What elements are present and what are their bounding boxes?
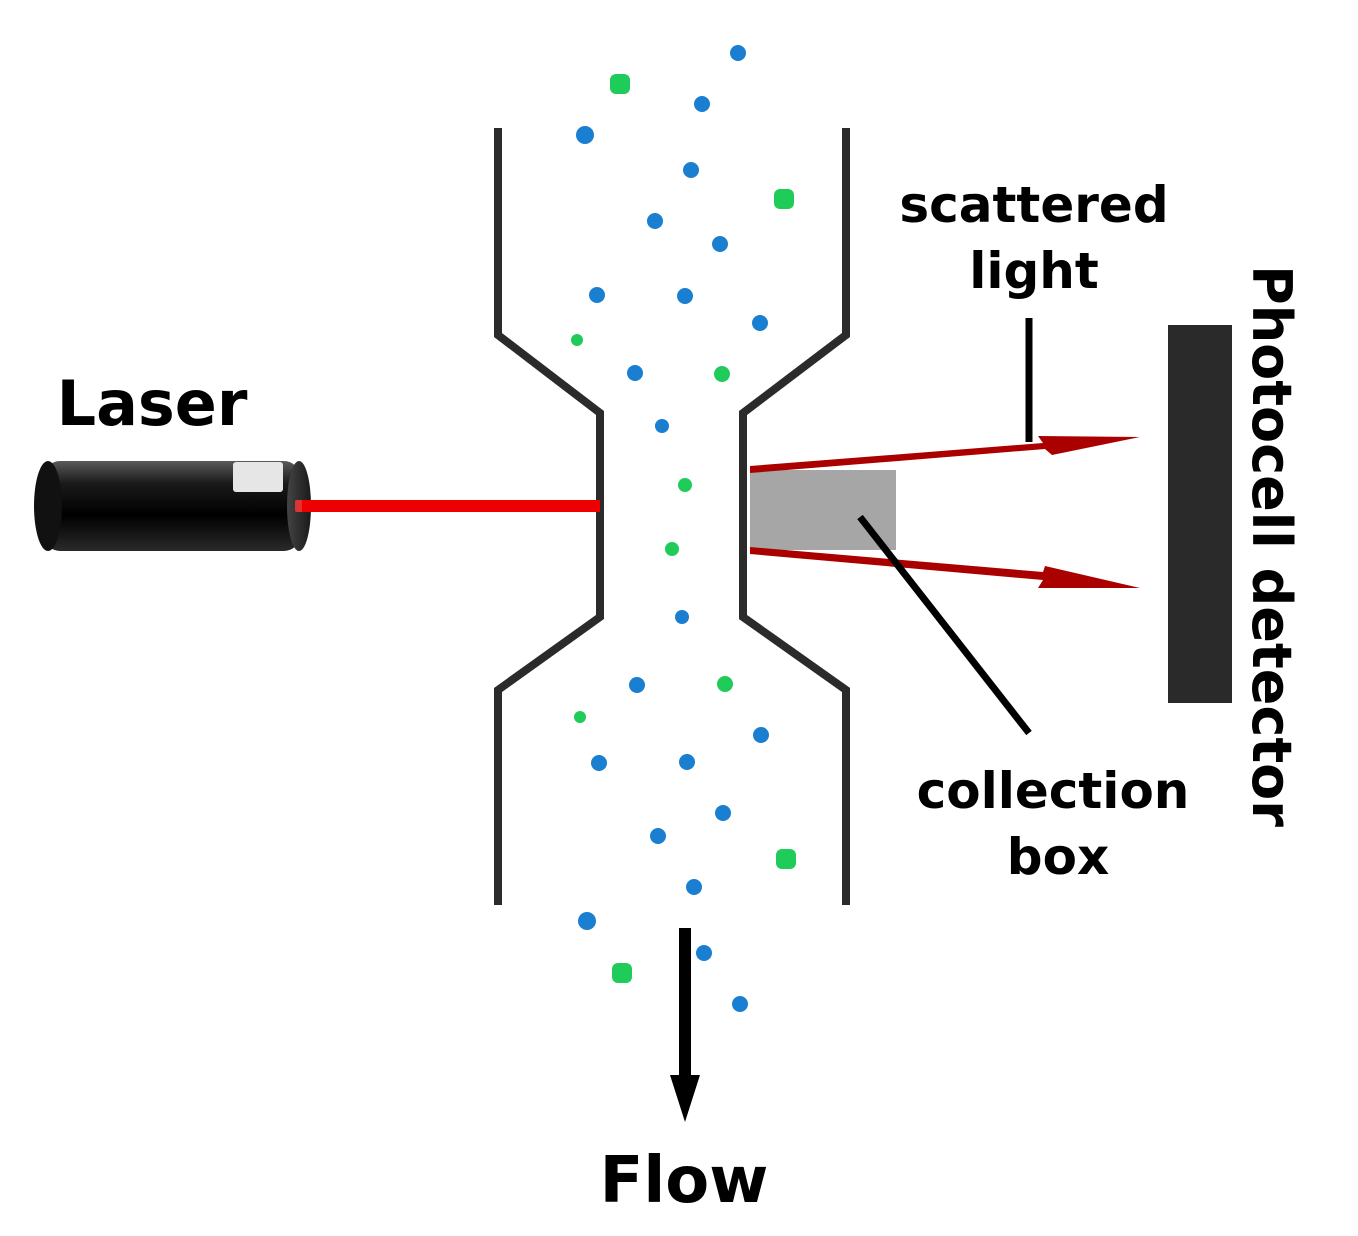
particle-green (610, 74, 630, 94)
flow-arrow-head (670, 1075, 700, 1122)
particle-green (571, 334, 583, 346)
collection-box-label-line2: box (1007, 828, 1109, 886)
laser-label: Laser (57, 367, 248, 440)
channel-left-wall (494, 128, 604, 905)
particle-blue (629, 677, 645, 693)
particle-blue (679, 754, 695, 770)
particle-green (774, 189, 794, 209)
particle-blue (655, 419, 669, 433)
particle-blue (686, 879, 702, 895)
particle-blue (696, 945, 712, 961)
scattered-light-label-line1: scattered (899, 176, 1168, 234)
particle-blue (650, 828, 666, 844)
particle-blue (683, 162, 699, 178)
collection-box-pointer (857, 514, 1032, 736)
particle-blue (627, 365, 643, 381)
particle-blue (694, 96, 710, 112)
particle-blue (753, 727, 769, 743)
photocell-detector-label: Photocell detector (1240, 265, 1303, 827)
particle-blue (591, 755, 607, 771)
flow-channel (494, 128, 850, 905)
laser-label-patch (233, 462, 283, 492)
laser-aperture (295, 500, 304, 512)
particle-blue (677, 288, 693, 304)
particle-green (678, 478, 692, 492)
particle-green (574, 711, 586, 723)
particle-green (714, 366, 730, 382)
particle-green (665, 542, 679, 556)
scattered-light-ray-lower (750, 547, 1140, 588)
particle-green (612, 963, 632, 983)
particle-blue (647, 213, 663, 229)
collection-box-label-line1: collection (917, 762, 1190, 820)
down-arrow-icon (670, 928, 700, 1122)
particle-green (717, 676, 733, 692)
particle-blue (589, 287, 605, 303)
particle-blue (730, 45, 746, 61)
photocell-detector (1168, 325, 1232, 703)
scattered-light-ray-upper (750, 436, 1140, 473)
laser-cylinder-icon (34, 461, 311, 551)
laser-back-end (34, 461, 62, 551)
particle-blue (576, 126, 594, 144)
particle-blue (732, 996, 748, 1012)
particle-blue (675, 610, 689, 624)
particle-blue (715, 805, 731, 821)
particle-blue (752, 315, 768, 331)
scattered-light-rays (750, 436, 1140, 588)
flow-label: Flow (600, 1144, 769, 1218)
particle-green (776, 849, 796, 869)
particle-blue (578, 912, 596, 930)
channel-right-wall (739, 128, 850, 905)
particle-blue (712, 236, 728, 252)
scattered-light-label-line2: light (969, 242, 1099, 300)
particles (571, 45, 796, 1012)
